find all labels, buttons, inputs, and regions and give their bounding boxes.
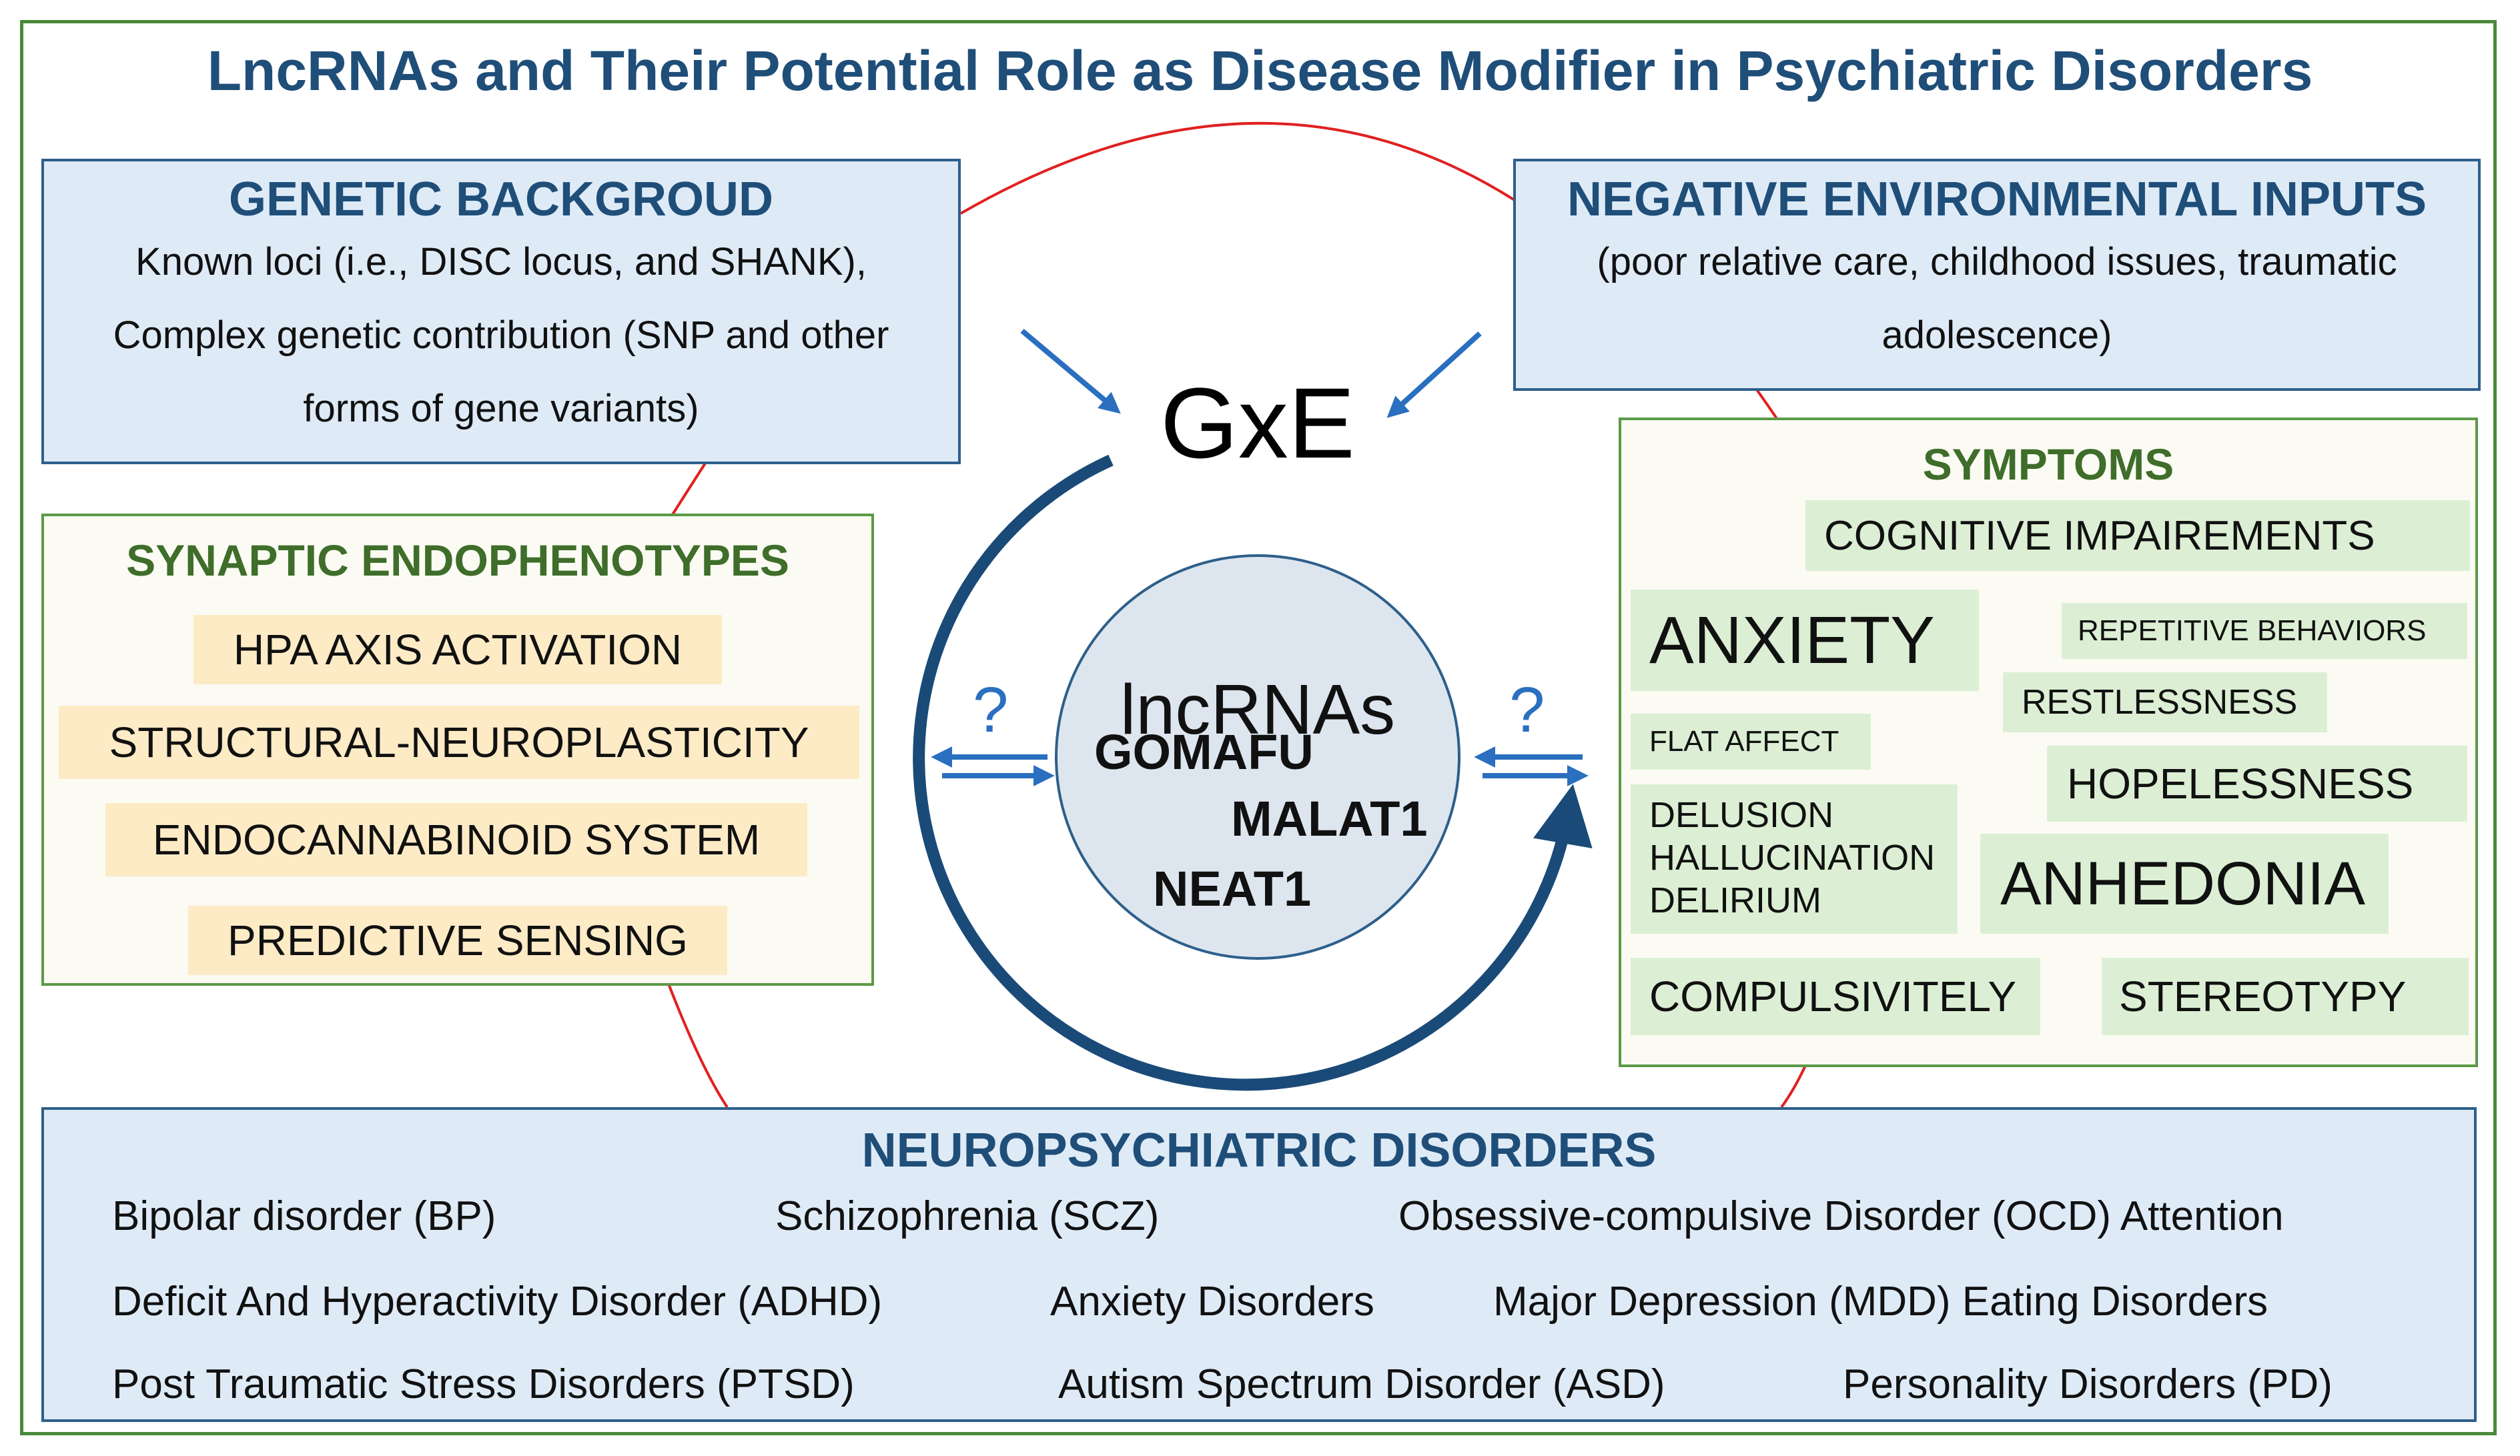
arc-top — [960, 121, 1516, 215]
gxe-label: GxE — [1160, 367, 1355, 479]
disorder-item: Deficit And Hyperactivity Disorder (ADHD… — [112, 1279, 883, 1325]
environmental-inputs-text: (poor relative care, childhood issues, t… — [1516, 225, 2478, 372]
symptom-anxiety: ANXIETY — [1631, 590, 1979, 691]
disorder-item: Post Traumatic Stress Disorders (PTSD) — [112, 1361, 855, 1407]
disorders-header: NEUROPSYCHIATRIC DISORDERS — [861, 1124, 1657, 1177]
symptom-flat-affect: FLAT AFFECT — [1631, 714, 1871, 770]
gene-malat1: MALAT1 — [1231, 791, 1428, 846]
environment-line: adolescence) — [1881, 313, 2112, 357]
synaptic-item: STRUCTURAL-NEUROPLASTICITY — [59, 706, 859, 779]
genetic-background-box: GENETIC BACKGROUD Known loci (i.e., DISC… — [41, 159, 961, 464]
disorders-box: NEUROPSYCHIATRIC DISORDERS — [41, 1107, 2477, 1422]
left-question-mark: ? — [973, 674, 1009, 746]
synaptic-endophenotypes-header: SYNAPTIC ENDOPHENOTYPES — [126, 536, 789, 585]
cycle-arrow — [913, 454, 1593, 1091]
disorder-item: Schizophrenia (SCZ) — [775, 1193, 1160, 1239]
symptom-psychosis-group: DELUSION HALLUCINATION DELIRIUM — [1631, 784, 1958, 934]
symptom-compulsivity: COMPULSIVITELY — [1631, 958, 2040, 1035]
symptom-repetitive-behaviors: REPETITIVE BEHAVIORS — [2062, 603, 2467, 659]
arc-left-lower — [666, 980, 729, 1109]
disorder-item: Autism Spectrum Disorder (ASD) — [1058, 1361, 1665, 1407]
genetic-line: Known loci (i.e., DISC locus, and SHANK)… — [135, 240, 867, 283]
gene-neat1: NEAT1 — [1153, 861, 1312, 916]
environment-line: (poor relative care, childhood issues, t… — [1597, 240, 2397, 283]
symptom-psychosis-item: DELIRIUM — [1649, 880, 1822, 920]
environmental-inputs-box: NEGATIVE ENVIRONMENTAL INPUTS (poor rela… — [1513, 159, 2481, 391]
symptom-hopelessness: HOPELESSNESS — [2047, 746, 2467, 822]
symptom-cognitive-impairments: COGNITIVE IMPAIREMENTS — [1805, 500, 2470, 571]
disorder-item: Personality Disorders (PD) — [1843, 1361, 2333, 1407]
genetic-to-gxe-arrow — [1020, 328, 1121, 414]
disorder-item: Anxiety Disorders — [1050, 1279, 1374, 1325]
disorder-item: Major Depression (MDD) Eating Disorders — [1493, 1279, 2268, 1325]
lncrna-label: lncRNAs — [1120, 670, 1396, 749]
symptoms-header: SYMPTOMS — [1922, 440, 2174, 489]
synaptic-item: PREDICTIVE SENSING — [188, 906, 727, 975]
lncrna-circle — [1055, 554, 1460, 960]
gene-gomafu: GOMAFU — [1094, 724, 1314, 780]
genetic-background-header: GENETIC BACKGROUD — [228, 173, 773, 226]
figure-title: LncRNAs and Their Potential Role as Dise… — [207, 39, 2313, 102]
disorder-item: Obsessive-compulsive Disorder (OCD) Atte… — [1398, 1193, 2284, 1239]
genetic-line: forms of gene variants) — [303, 387, 699, 430]
right-question-mark: ? — [1509, 674, 1545, 746]
symptom-psychosis-item: HALLUCINATION — [1649, 838, 1936, 878]
symptom-stereotypy: STEREOTYPY — [2102, 958, 2469, 1035]
environmental-inputs-header: NEGATIVE ENVIRONMENTAL INPUTS — [1567, 173, 2427, 226]
disorder-item: Bipolar disorder (BP) — [112, 1193, 496, 1239]
figure-frame — [20, 20, 2497, 1435]
synaptic-item: HPA AXIS ACTIVATION — [193, 615, 722, 684]
genetic-line: Complex genetic contribution (SNP and ot… — [113, 313, 889, 357]
symptom-anhedonia: ANHEDONIA — [1980, 834, 2389, 934]
genetic-background-text: Known loci (i.e., DISC locus, and SHANK)… — [44, 225, 958, 446]
environment-to-gxe-arrow — [1386, 331, 1482, 418]
synaptic-item: ENDOCANNABINOID SYSTEM — [105, 803, 807, 876]
symptom-restlessness: RESTLESSNESS — [2003, 672, 2327, 732]
symptom-psychosis-item: DELUSION — [1649, 795, 1834, 835]
